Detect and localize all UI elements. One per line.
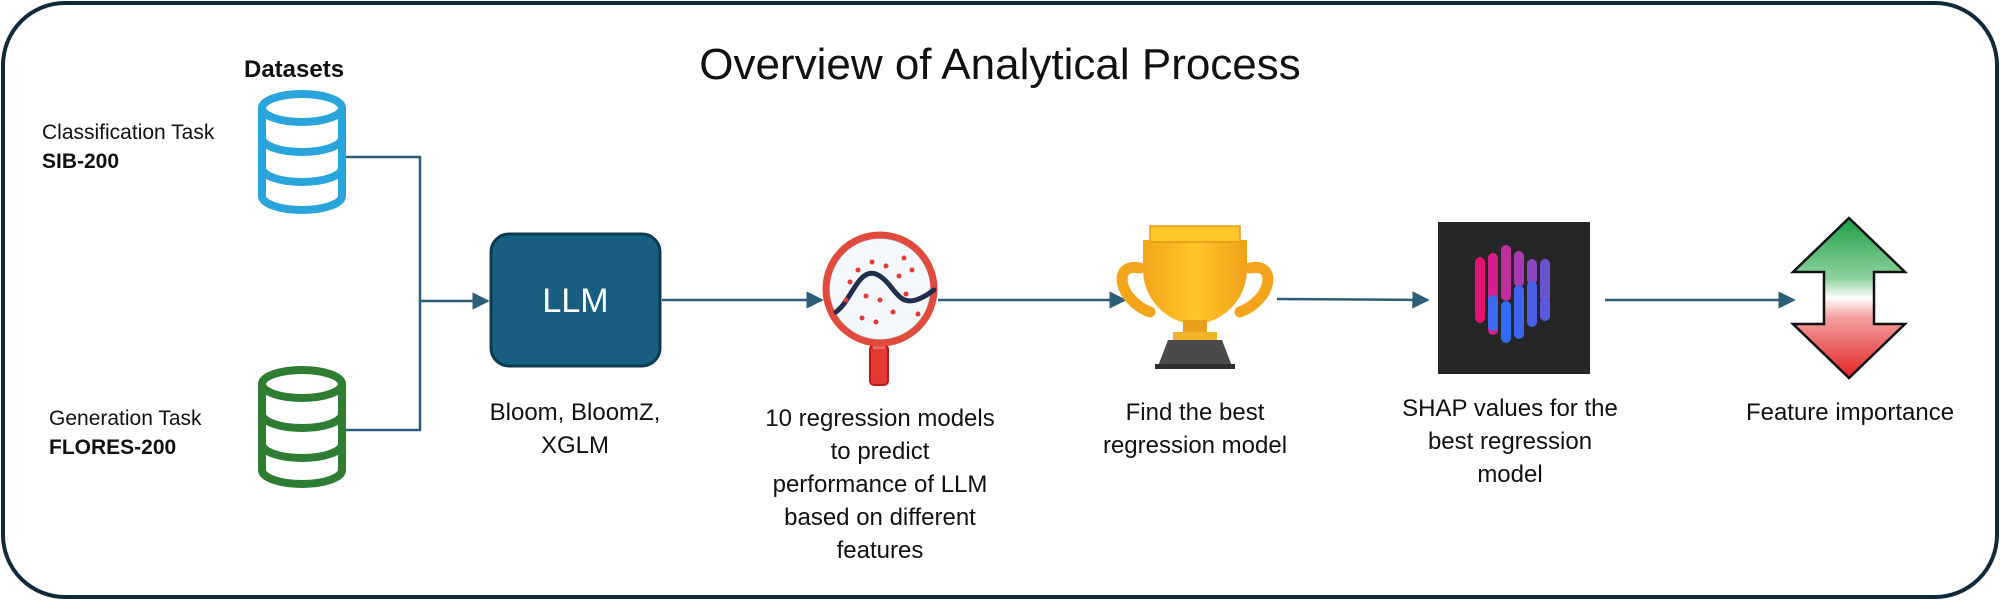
arrow-best-to-shap xyxy=(1276,291,1430,309)
llm-box xyxy=(489,232,662,368)
caption-shap-values: SHAP values for the best regression mode… xyxy=(1402,395,1618,488)
magnifier-scatter-icon xyxy=(822,231,938,386)
caption-llm-models: Bloom, BloomZ, XGLM xyxy=(489,399,661,459)
dataset-bracket-connector xyxy=(346,155,422,432)
database-icon-classification xyxy=(258,90,346,214)
diagram-title: Overview of Analytical Process xyxy=(699,40,1301,89)
datasets-heading: Datasets xyxy=(244,56,345,83)
dataset-label-classification: Classification Task SIB-200 xyxy=(42,118,214,176)
dataset-name-flores200: FLORES-200 xyxy=(49,436,177,459)
llm-box-label: LLM xyxy=(542,282,608,320)
caption-feature-importance: Feature importance xyxy=(1745,399,1955,426)
caption-regression-models: 10 regression models to predict performa… xyxy=(765,405,995,564)
shap-logo-icon xyxy=(1438,222,1590,374)
caption-best-model: Find the best regression model xyxy=(1102,399,1288,459)
dataset-name-sib200: SIB-200 xyxy=(42,150,120,173)
database-icon-generation xyxy=(258,366,346,488)
trophy-icon xyxy=(1116,225,1274,369)
dataset-task-generation: Generation Task xyxy=(49,407,202,430)
dataset-task-classification: Classification Task xyxy=(42,121,215,144)
up-down-arrow-icon xyxy=(1789,216,1909,380)
dataset-label-generation: Generation Task FLORES-200 xyxy=(49,404,202,462)
